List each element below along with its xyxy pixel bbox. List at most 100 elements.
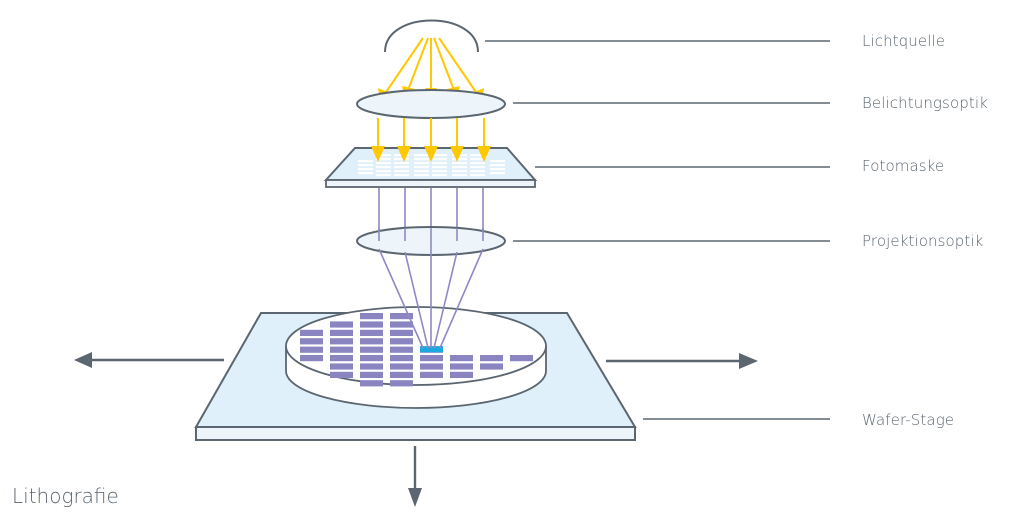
wafer-die	[330, 321, 353, 328]
mask-pattern-line	[432, 170, 447, 173]
wafer-die	[480, 363, 503, 370]
wafer-die	[360, 321, 383, 328]
mask-pattern-line	[432, 158, 447, 161]
mask-pattern-line	[452, 174, 467, 177]
label-wafer-stage: Wafer-Stage	[862, 411, 955, 429]
wafer-die	[330, 329, 353, 336]
mask-pattern-line	[414, 158, 429, 161]
mask-pattern-line	[358, 160, 373, 163]
wafer-die	[390, 363, 413, 370]
arrow-down-icon	[408, 488, 422, 507]
wafer-die	[390, 371, 413, 378]
wafer-die	[300, 338, 323, 345]
mask-pattern-line	[490, 160, 505, 163]
mask-pattern-line	[470, 170, 485, 173]
mask-pattern-line	[432, 174, 447, 177]
arrow-right-icon	[739, 353, 758, 369]
mask-pattern-line	[490, 172, 505, 175]
wafer-die	[420, 355, 443, 362]
mask-pattern-line	[452, 158, 467, 161]
wafer-die	[300, 355, 323, 362]
mask-pattern-line	[470, 154, 485, 157]
mask-pattern-line	[432, 166, 447, 169]
wafer-die-exposed	[420, 346, 443, 353]
mask-pattern-line	[394, 174, 409, 177]
mask-pattern-line	[394, 170, 409, 173]
wafer-die	[360, 380, 383, 387]
mask-pattern-line	[452, 170, 467, 173]
label-photomask: Fotomaske	[862, 157, 945, 175]
wafer-die	[390, 380, 413, 387]
mask-pattern-line	[394, 166, 409, 169]
label-illumination-optics: Belichtungsoptik	[862, 94, 988, 112]
wafer	[285, 306, 547, 409]
wafer-die	[420, 371, 443, 378]
wafer-die	[450, 371, 473, 378]
mask-pattern-line	[394, 162, 409, 165]
mask-pattern-line	[376, 162, 391, 165]
wafer-die	[360, 329, 383, 336]
wafer-die	[390, 346, 413, 353]
mask-pattern-line	[376, 174, 391, 177]
wafer-die	[450, 355, 473, 362]
wafer-die	[390, 313, 413, 320]
mask-pattern-line	[490, 168, 505, 171]
mask-pattern-line	[358, 164, 373, 167]
mask-pattern-line	[470, 162, 485, 165]
wafer-die	[300, 329, 323, 336]
label-projection-optics: Projektionsoptik	[862, 232, 984, 250]
wafer-die	[360, 371, 383, 378]
wafer-die	[360, 313, 383, 320]
mask-pattern-line	[376, 166, 391, 169]
diagram-title: Lithografie	[12, 484, 119, 508]
wafer-die	[360, 355, 383, 362]
mask-pattern-line	[394, 158, 409, 161]
wafer-die	[390, 329, 413, 336]
mask-pattern-line	[452, 162, 467, 165]
wafer-die	[390, 355, 413, 362]
mask-pattern-line	[376, 154, 391, 157]
wafer-die	[330, 338, 353, 345]
wafer-die	[330, 371, 353, 378]
wafer-die	[360, 346, 383, 353]
wafer-die	[450, 363, 473, 370]
wafer-die	[330, 355, 353, 362]
mask-pattern-line	[414, 166, 429, 169]
mask-pattern-line	[358, 172, 373, 175]
mask-pattern-line	[490, 164, 505, 167]
wafer-die	[390, 321, 413, 328]
mask-pattern-line	[376, 158, 391, 161]
stage-motion-arrow-left	[74, 352, 224, 368]
label-light-source: Lichtquelle	[862, 32, 946, 50]
wafer-die	[330, 363, 353, 370]
mask-pattern-line	[376, 170, 391, 173]
wafer-die	[480, 355, 503, 362]
wafer-die	[390, 338, 413, 345]
wafer-die	[360, 363, 383, 370]
light-source-lamp	[384, 19, 479, 53]
mask-pattern-line	[470, 174, 485, 177]
wafer-die-grid	[300, 313, 533, 387]
mask-pattern-line	[414, 162, 429, 165]
projection-rays-in-lens	[378, 228, 484, 254]
mask-pattern-line	[470, 158, 485, 161]
wafer-die	[510, 355, 533, 362]
wafer-die	[420, 363, 443, 370]
mask-pattern-line	[414, 174, 429, 177]
arrow-left-icon	[74, 352, 92, 368]
wafer-die	[300, 346, 323, 353]
light-rays-illumination	[371, 118, 491, 162]
illumination-optics-lens	[356, 89, 506, 119]
wafer-die	[330, 346, 353, 353]
stage-motion-arrow-down	[408, 446, 422, 507]
stage-motion-arrow-right	[606, 353, 758, 369]
mask-pattern-line	[470, 166, 485, 169]
wafer-die	[360, 338, 383, 345]
mask-pattern-line	[432, 154, 447, 157]
mask-pattern-line	[452, 166, 467, 169]
mask-pattern-line	[432, 162, 447, 165]
mask-pattern-line	[414, 154, 429, 157]
mask-pattern-line	[358, 168, 373, 171]
projection-rays-lower	[378, 248, 484, 349]
